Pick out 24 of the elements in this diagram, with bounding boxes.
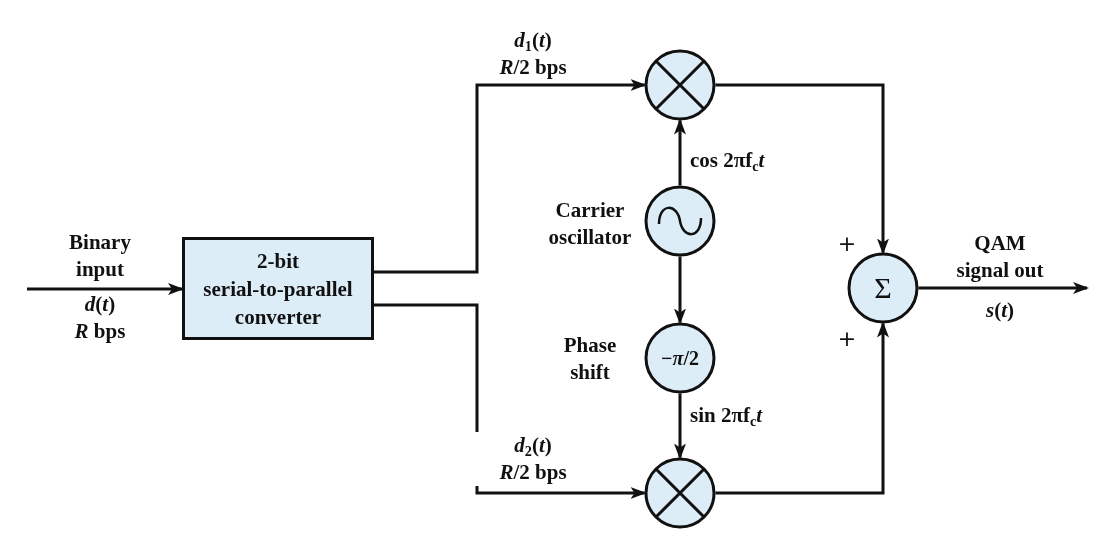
block-label: 2-bit serial-to-parallel converter: [202, 247, 354, 331]
arrow: [374, 303, 647, 499]
converter-block: [182, 237, 374, 340]
block-caption: Phase shift: [562, 332, 618, 386]
signal-label: s(t): [985, 297, 1015, 324]
phase-shift-circle: [644, 322, 716, 394]
block-caption: Carrier oscillator: [547, 197, 633, 251]
multiplier-circle: [644, 457, 716, 529]
signal-label: d(t) R bps: [73, 291, 127, 345]
arrow: [27, 283, 184, 295]
summer-circle: [847, 252, 919, 324]
arrow: [674, 393, 686, 460]
arrow: [715, 321, 889, 495]
sigma-label: Σ: [873, 270, 893, 306]
phase-label: −π/2: [660, 346, 700, 371]
arrow: [674, 256, 686, 325]
oscillator-circle: [644, 185, 716, 257]
arrow: [374, 79, 647, 274]
multiplier-circle: [644, 49, 716, 121]
plus-sign: +: [836, 230, 858, 257]
arrow: [715, 83, 889, 255]
arrow: [918, 282, 1089, 294]
plus-sign: +: [836, 325, 858, 352]
arrow: [674, 118, 686, 186]
